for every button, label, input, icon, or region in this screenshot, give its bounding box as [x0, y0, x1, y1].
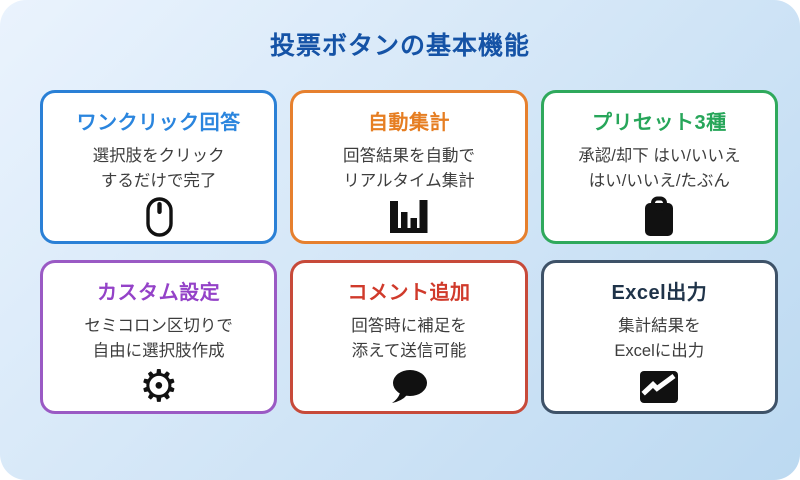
- card-title: コメント追加: [347, 282, 471, 304]
- speech-bubble-icon: [389, 365, 429, 409]
- card-one-click-answer: ワンクリック回答 選択肢をクリック するだけで完了: [40, 90, 278, 244]
- gear-icon: ⚙: [138, 360, 179, 412]
- card-excel-export: Excel出力 集計結果を Excelに出力: [540, 260, 778, 414]
- card-title: カスタム設定: [97, 282, 221, 304]
- card-description: セミコロン区切りで 自由に選択肢作成: [84, 317, 233, 360]
- card-title: ワンクリック回答: [76, 112, 241, 134]
- line-chart-icon: [639, 365, 679, 409]
- card-custom-settings: カスタム設定 セミコロン区切りで 自由に選択肢作成 ⚙: [40, 260, 278, 414]
- card-description: 選択肢をクリック するだけで完了: [92, 147, 225, 190]
- card-add-comment: コメント追加 回答時に補足を 添えて送信可能: [290, 260, 528, 414]
- mouse-icon: [141, 195, 177, 239]
- card-auto-tally: 自動集計 回答結果を自動で リアルタイム集計: [290, 90, 528, 244]
- card-title: 自動集計: [367, 112, 450, 134]
- page-title: 投票ボタンの基本機能: [269, 32, 530, 60]
- bar-chart-icon: [388, 195, 429, 239]
- card-description: 回答結果を自動で リアルタイム集計: [342, 147, 475, 190]
- clipboard-icon: [640, 195, 678, 239]
- feature-card-grid: ワンクリック回答 選択肢をクリック するだけで完了 自動集計 回答結果を自動で …: [0, 90, 800, 414]
- card-presets: プリセット3種 承認/却下 はい/いいえ はい/いいえ/たぶん: [540, 90, 778, 244]
- card-title: Excel出力: [611, 282, 708, 304]
- card-description: 承認/却下 はい/いいえ はい/いいえ/たぶん: [578, 147, 741, 190]
- card-description: 集計結果を Excelに出力: [614, 317, 705, 360]
- card-description: 回答時に補足を 添えて送信可能: [351, 317, 467, 360]
- card-title: プリセット3種: [592, 112, 727, 134]
